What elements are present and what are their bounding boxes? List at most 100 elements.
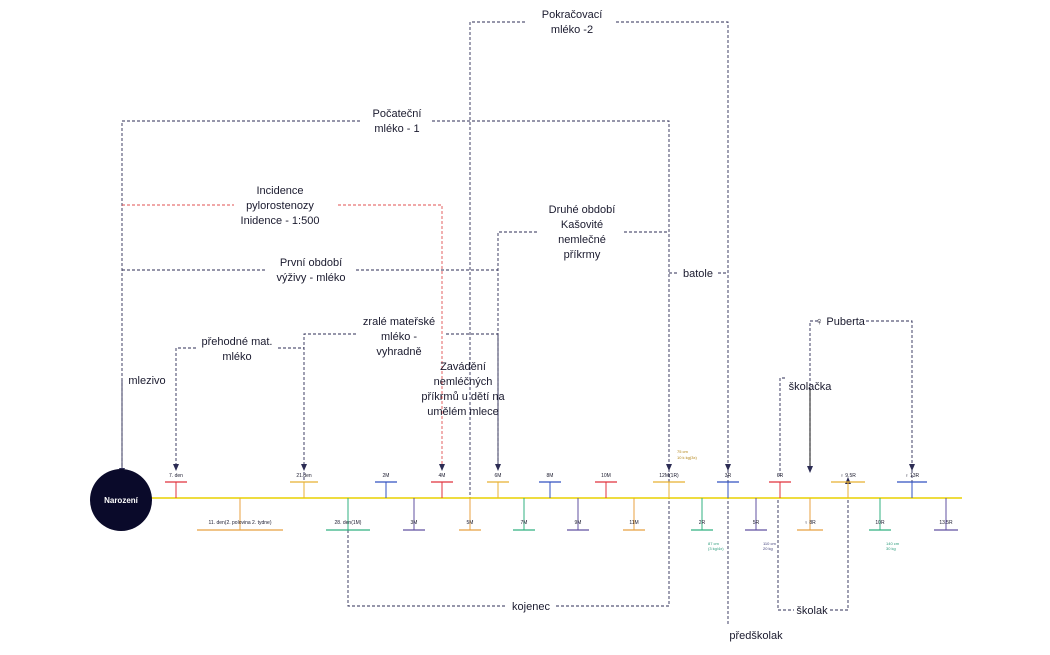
label-skolak: školak [796,605,828,617]
tick-below: 3M [403,498,425,531]
label-incidence-2: pylorostenozy [246,200,314,212]
label-puberta: ♀ Puberta [815,316,866,328]
tick-label: 13.5R [939,520,953,526]
connector-skolacka [779,377,786,476]
tick-label: 7M [521,520,528,526]
label-zrale-3: vyhradně [376,346,421,358]
tick-below: 11. den(2. polovina 2. tydne) [197,498,283,531]
label-pocatecni-2: mléko - 1 [374,123,419,135]
label-incidence-1: Incidence [256,185,303,197]
label-prvni-2: výživy - mléko [276,272,345,284]
tick-label: 4M [439,473,446,479]
tick-label: 7. den [169,473,183,479]
note-10r-height: 140 cm [886,541,900,546]
connector-pocatecni [121,120,670,482]
tick-above: ♀ 13R [897,473,927,498]
arrowhead-13r [909,464,915,471]
tick-label: 2M [383,473,390,479]
tick-above: 3R [717,473,739,498]
tick-above: ♀ 9.5R [831,473,865,498]
note-5r-height: 110 cm [763,541,776,546]
tick-label: 12M(1R) [659,473,679,479]
tick-above: 21.den [290,473,318,498]
note-2r-height: 87 cm [708,541,720,546]
tick-label: 6M [495,473,502,479]
arrowhead-3r [725,464,731,471]
connector-pokracovaci [469,21,729,500]
tick-label: 28. den(1M) [335,520,362,526]
label-druhe-3: nemlečné [558,234,606,246]
label-skolacka: školačka [789,381,833,393]
note-10r-weight: 30 kg [886,546,896,551]
period-labels: Pokračovací mléko -2 Počateční mléko - 1… [128,9,865,642]
tick-label: ♀ 13R [905,473,920,479]
tick-label: 21.den [296,473,312,479]
label-zrale-1: zralé mateřské [363,316,435,328]
tick-label: 2R [699,520,706,526]
connector-zrale [303,333,498,480]
tick-label: 8M [547,473,554,479]
tick-below: 5R [745,498,767,531]
tick-label: 5R [753,520,760,526]
arrowhead-8r [807,466,813,473]
tick-above: 10M [595,473,617,498]
label-zavadeni-3: příkrmů u dětí na [421,391,505,403]
birth-circle [90,469,152,531]
connector-kojenec [347,494,670,607]
tick-label: 9M [575,520,582,526]
tick-above: 6M [487,473,509,498]
arrowhead-7den [173,464,179,471]
tick-label: 11. den(2. polovina 2. tydne) [208,520,271,526]
tick-label: 3M [411,520,418,526]
tick-above: 8M [539,473,561,498]
arrowhead-4m [439,464,445,471]
tick-below: 9M [567,498,589,531]
arrowhead-12m [666,464,672,471]
label-pocatecni-1: Počateční [373,108,422,120]
tick-label: 10M [601,473,611,479]
label-zavadeni-4: umělém mlece [427,406,499,418]
tick-label: 10R [875,520,885,526]
note-12m-height: 75 cm [677,449,689,454]
tick-above: 2M [375,473,397,498]
label-prvni-1: První období [280,257,342,269]
label-zavadeni-2: nemléčných [434,376,493,388]
connector-skolak [777,484,849,611]
label-mlezivo: mlezivo [128,375,165,387]
note-2r-weight: (3 kg/4x) [708,546,724,551]
label-pokracovaci-1: Pokračovací [542,9,603,21]
label-batole: batole [683,268,713,280]
connector-prehodne [175,347,304,466]
connector-puberta [809,320,913,482]
birth-node: Narození [90,469,152,531]
label-druhe-4: příkrmy [564,249,601,261]
label-incidence-3: Inidence - 1:500 [241,215,320,227]
label-prehodne-1: přehodné mat. [202,336,273,348]
tick-below: ♀ 8R [797,498,823,531]
tick-below: 28. den(1M) [326,498,370,531]
label-kojenec: kojenec [512,601,550,613]
tick-label: 3R [725,473,732,479]
label-prehodne-2: mléko [222,351,251,363]
tick-below: 7M [513,498,535,531]
arrowhead-21den [301,464,307,471]
label-zavadeni-1: Zavádění [440,361,486,373]
tick-label: 11M [629,520,638,526]
tick-above: 7. den [165,473,187,498]
tick-below: 13.5R [934,498,958,531]
arrowhead-6m [495,464,501,471]
tick-label: ♀ 8R [804,520,816,526]
label-pokracovaci-2: mléko -2 [551,24,593,36]
tick-above: 6R [769,473,791,498]
label-druhe-1: Druhé období [549,204,616,216]
tick-above: 12M(1R) [653,473,685,498]
label-zrale-2: mléko - [381,331,417,343]
tick-label: 6R [777,473,784,479]
label-druhe-2: Kašovité [561,219,603,231]
birth-label: Narození [104,496,139,505]
tick-below: 2R [691,498,713,531]
tick-below: 5M [459,498,481,531]
tick-below: 11M [623,498,645,531]
